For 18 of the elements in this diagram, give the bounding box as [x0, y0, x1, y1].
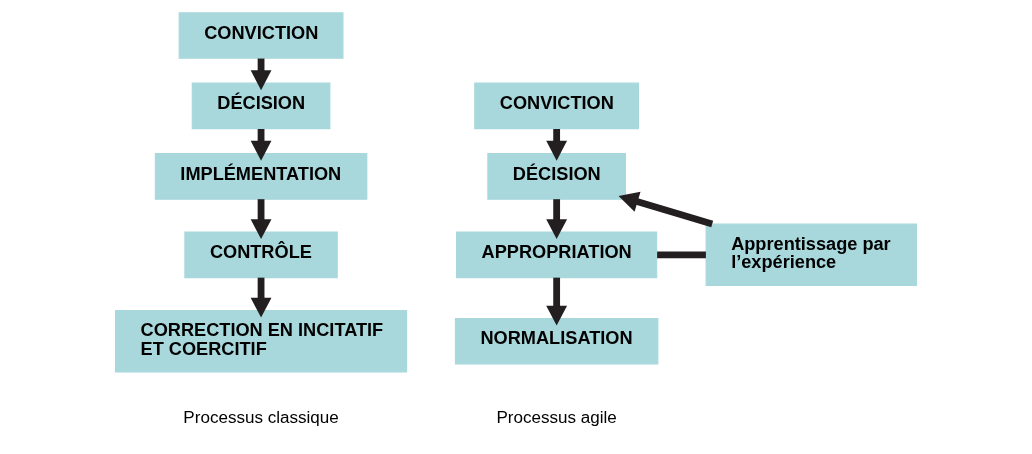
arrow	[250, 199, 272, 240]
connector	[657, 251, 706, 259]
node-box: NORMALISATION	[454, 317, 659, 365]
node-box: APPROPRIATION	[456, 231, 658, 279]
node-box: CONVICTION	[178, 12, 344, 59]
node-box: DÉCISION	[191, 82, 331, 130]
label: Processus agile	[496, 408, 617, 428]
node-box: Apprentissage par l’expérience	[705, 223, 918, 287]
arrow	[546, 199, 568, 240]
node-box: CORRECTION EN INCITATIF ET COERCITIF	[115, 310, 408, 373]
node-box: CONTRÔLE	[184, 231, 338, 279]
arrow	[250, 277, 272, 318]
node-box: IMPLÉMENTATION	[154, 153, 368, 200]
arrow	[546, 277, 568, 326]
node-box: DÉCISION	[487, 153, 626, 200]
node-box: CONVICTION	[474, 82, 640, 130]
label: Processus classique	[183, 408, 339, 428]
arrow	[618, 191, 714, 228]
